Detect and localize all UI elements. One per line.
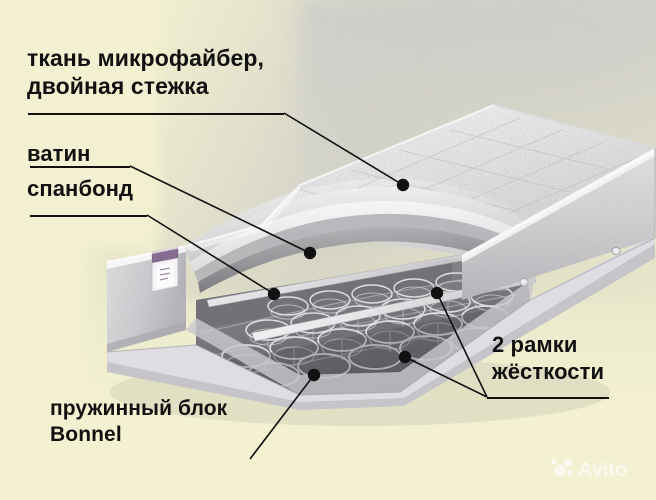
label-rigidity-frames: 2 рамки жёсткости xyxy=(492,332,604,386)
label-spring-block-line2: Bonnel xyxy=(50,422,122,446)
label-rigidity-frames-line2: жёсткости xyxy=(492,358,605,384)
underline-rigidity-frames xyxy=(487,397,609,399)
label-microfiber-line1: ткань микрофайбер, xyxy=(27,45,265,71)
underline-spunbond xyxy=(30,215,147,217)
avito-logo-dots xyxy=(551,458,573,477)
label-spring-block-line1: пружинный блок xyxy=(50,397,228,420)
label-microfiber: ткань микрофайбер, двойная стежка xyxy=(27,44,264,100)
label-batting: ватин xyxy=(27,141,91,166)
underline-batting xyxy=(30,166,130,168)
avito-watermark: Avito xyxy=(551,458,627,481)
label-microfiber-line2: двойная стежка xyxy=(27,73,209,100)
avito-wordmark: Avito xyxy=(578,459,627,481)
product-tag-art xyxy=(151,246,179,293)
underline-microfiber xyxy=(28,113,284,115)
label-rigidity-frames-line1: 2 рамки xyxy=(492,332,578,357)
label-spunbond: спанбонд xyxy=(27,176,134,201)
label-spring-block: пружинный блок Bonnel xyxy=(50,396,227,447)
